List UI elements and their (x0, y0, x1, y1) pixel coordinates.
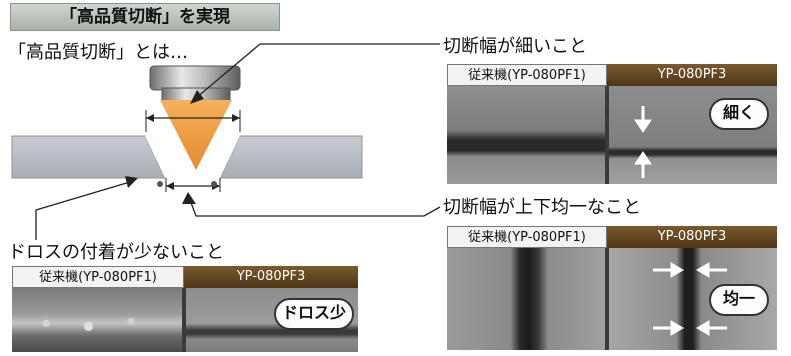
panel-narrow: 従来機(YP-080PF1) YP-080PF3 細く (447, 64, 777, 184)
panel-narrow-old-image (447, 86, 605, 184)
leader-uniform (189, 199, 441, 217)
metal-plate-left (11, 135, 166, 179)
nozzle-top (149, 65, 241, 91)
callout-dross: ドロスの付着が少ないこと (8, 242, 224, 263)
intro-label: 「高品質切断」とは… (8, 42, 188, 63)
panel-dross: 従来機(YP-080PF1) YP-080PF3 ドロス少 (12, 266, 358, 352)
panel-uniform: 従来機(YP-080PF1) YP-080PF3 均一 (447, 226, 777, 350)
panel-narrow-new-header: YP-080PF3 (607, 64, 777, 86)
leader-dross (35, 181, 131, 240)
callout-uniform: 切断幅が上下均一なこと (443, 197, 641, 218)
badge-uniform: 均一 (709, 284, 769, 316)
panel-narrow-arrows (634, 106, 652, 178)
panel-uniform-old-image (447, 248, 605, 350)
metal-plate-right (219, 135, 363, 179)
panel-uniform-new-header: YP-080PF3 (607, 226, 777, 248)
badge-narrow: 細く (709, 98, 769, 130)
panel-uniform-arrows (653, 262, 727, 336)
panel-uniform-old-header: 従来機(YP-080PF1) (447, 226, 607, 248)
callout-narrow: 切断幅が細いこと (443, 36, 587, 57)
panel-narrow-old-header: 従来機(YP-080PF1) (447, 64, 607, 86)
section-banner: 「高品質切断」を実現 (10, 3, 280, 31)
panel-dross-old-image (12, 288, 182, 352)
panel-dross-new-header: YP-080PF3 (184, 266, 358, 288)
leader-narrow (195, 43, 440, 99)
badge-dross: ドロス少 (274, 298, 354, 330)
panel-dross-old-header: 従来機(YP-080PF1) (12, 266, 184, 288)
